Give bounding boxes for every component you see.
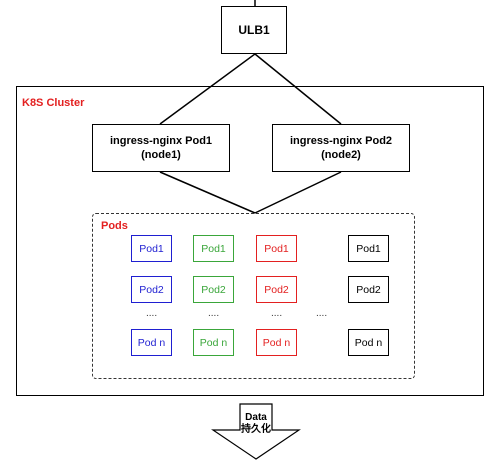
ingress-pod2-node: (node2): [321, 149, 361, 161]
pod-box: Pod n: [193, 329, 234, 356]
pod-label: Pod n: [199, 336, 228, 349]
data-persist-line1: Data: [245, 412, 267, 423]
pod-box: Pod1: [256, 235, 297, 262]
ulb1-label: ULB1: [238, 23, 270, 37]
pod-box: Pod n: [348, 329, 389, 356]
pod-box: Pod2: [256, 276, 297, 303]
pod-label: Pod2: [264, 283, 289, 296]
pod-box: Pod n: [131, 329, 172, 356]
pod-label: Pod2: [201, 283, 226, 296]
pod-label: Pod1: [356, 242, 381, 255]
pod-label: Pod1: [139, 242, 164, 255]
ulb-to-ingress1-line: [159, 53, 256, 125]
pod-label: Pod2: [139, 283, 164, 296]
pod-label: Pod n: [262, 336, 291, 349]
ingress1-to-pods-line: [159, 171, 256, 214]
pod-box: Pod n: [256, 329, 297, 356]
ingress-pod1-name: ingress-nginx Pod1: [109, 135, 213, 147]
ulb-to-ingress2-line: [254, 53, 342, 125]
pod-label: Pod1: [264, 242, 289, 255]
ingress2-to-pods-line: [254, 171, 342, 214]
pod-ellipsis: ....: [271, 308, 283, 319]
pod-label: Pod2: [356, 283, 381, 296]
ulb1-box: ULB1: [221, 6, 287, 54]
pods-group-label: Pods: [101, 220, 128, 232]
data-persist-line2: 持久化: [241, 424, 271, 435]
ingress-nginx-pod2-box: ingress-nginx Pod2 (node2): [272, 124, 410, 172]
ingress-pod1-node: (node1): [141, 149, 181, 161]
pods-group-box: [92, 213, 415, 379]
ingress-nginx-pod1-box: ingress-nginx Pod1 (node1): [92, 124, 230, 172]
pod-box: Pod2: [193, 276, 234, 303]
pod-ellipsis: ....: [146, 308, 158, 319]
pod-box: Pod1: [131, 235, 172, 262]
pod-label: Pod n: [354, 336, 383, 349]
k8s-cluster-label: K8S Cluster: [22, 97, 85, 109]
pod-box: Pod2: [348, 276, 389, 303]
pod-box: Pod1: [193, 235, 234, 262]
pod-box: Pod2: [131, 276, 172, 303]
k8s-cluster-box: [16, 86, 484, 396]
pod-label: Pod1: [201, 242, 226, 255]
data-persist-arrow: [211, 403, 301, 460]
pod-ellipsis: ....: [208, 308, 220, 319]
pod-box: Pod1: [348, 235, 389, 262]
pod-ellipsis-between: ....: [316, 308, 328, 319]
pod-label: Pod n: [137, 336, 166, 349]
data-persist-label: Data 持久化: [220, 412, 292, 436]
ingress-pod2-name: ingress-nginx Pod2: [289, 135, 393, 147]
